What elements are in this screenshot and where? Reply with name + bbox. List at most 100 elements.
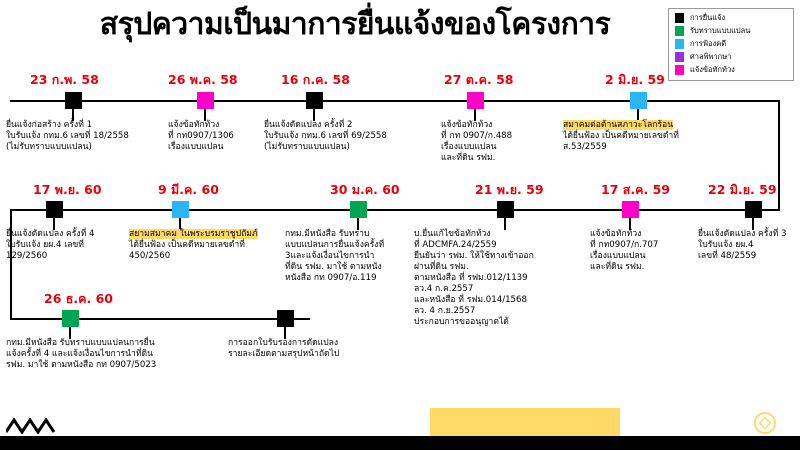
legend-item-lawsuit: การฟ้องคดี <box>675 38 789 50</box>
event-text-e6: ยื่นแจ้งดัดแปลง ครั้งที่ 4 ใบรับแจ้ง ยผ.… <box>6 229 94 262</box>
event-stem-e9 <box>504 218 506 230</box>
event-line: ยื่นแจ้งดัดแปลง ครั้งที่ 3 <box>698 229 787 239</box>
event-line: ยื่นแจ้งดัดแปลง ครั้งที่ 2 <box>264 120 353 130</box>
event-text-e11: ยื่นแจ้งดัดแปลง ครั้งที่ 3 ใบรับแจ้ง ยผ.… <box>698 229 786 262</box>
event-line: ฝานที่ดิน รฟม. <box>414 262 469 272</box>
event-stem-e10 <box>629 218 631 230</box>
event-marker-e11[interactable] <box>745 201 762 218</box>
event-marker-e6[interactable] <box>46 201 63 218</box>
event-marker-e5[interactable] <box>630 92 647 109</box>
event-line: เลขที่ 48/2559 <box>698 251 757 261</box>
event-text-e7: สยามสมาคม ในพระบรมราชูปถัมภ์ ได้ยื่นฟ้อง… <box>129 229 258 262</box>
event-marker-e9[interactable] <box>497 201 514 218</box>
event-line: ที่ กท0907/1306 <box>168 131 234 141</box>
event-line: ประกอบการขออนุญาตได้ <box>414 317 509 327</box>
event-marker-e2[interactable] <box>197 92 214 109</box>
event-line: ที่ดิน รฟม. มาใช้ ตามหนัง <box>285 262 382 272</box>
highlighted-text: สยามสมาคม ในพระบรมราชูปถัมภ์ <box>129 229 258 239</box>
event-line: ใบรับแจ้ง ยผ.4 เลขที่ <box>6 240 84 250</box>
event-date-e11: 22 มิ.ย. 59 <box>708 182 777 197</box>
event-line: กทม.มีหนังสือ รับทราบ <box>285 229 370 239</box>
timeline-rail-row3 <box>10 318 310 320</box>
timeline-rail-row2 <box>10 209 780 211</box>
event-line: ใบรับแจ้ง ยผ.4 <box>698 240 754 250</box>
event-date-e1: 23 ก.พ. 58 <box>30 72 99 87</box>
event-marker-e8[interactable] <box>350 201 367 218</box>
legend-swatch-filing <box>675 13 684 23</box>
legend-item-court-judgment: ศาลพิพากษา <box>675 51 789 63</box>
event-date-e2: 26 พ.ค. 58 <box>168 72 238 87</box>
legend: การยื่นแจ้ง รับทราบแบบแปลน การฟ้องคดี ศา… <box>668 8 794 81</box>
event-line: ลว. 4 ก.ย.2557 <box>414 306 476 316</box>
event-date-e8: 30 ม.ค. 60 <box>330 182 400 197</box>
event-line: เรื่องแบบแปลน <box>590 251 646 261</box>
event-stem-e13 <box>284 327 286 339</box>
legend-item-plan-acknowledged: รับทราบแบบแปลน <box>675 25 789 37</box>
event-stem-e1 <box>72 109 74 121</box>
event-line: ได้ยื่นฟ้อง เป็นคดีหมายเลขดำที่ <box>563 131 679 141</box>
event-line: 450/2560 <box>129 251 171 261</box>
event-stem-e6 <box>53 218 55 230</box>
event-date-e7: 9 มี.ค. 60 <box>158 182 219 197</box>
event-date-e9: 21 พ.ย. 59 <box>475 182 544 197</box>
event-stem-e5 <box>637 109 639 121</box>
event-line: แจ้งข้อทักท้วง <box>168 120 220 130</box>
event-line: เรื่องแบบแปลน <box>168 142 224 152</box>
event-line: หนังสือ กท 0907/อ.119 <box>285 273 377 283</box>
legend-swatch-lawsuit <box>675 39 684 49</box>
legend-label-plan-acknowledged: รับทราบแบบแปลน <box>690 26 751 36</box>
event-date-e6: 17 พ.ย. 60 <box>33 182 102 197</box>
event-line: (ไม่รับทราบแบบแปลน) <box>264 142 350 152</box>
timeline-connector-left <box>10 209 12 319</box>
event-stem-e8 <box>357 218 359 230</box>
event-line: ยืนยันว่า รฟม. ให้ใช้ทางเข้าออก <box>414 251 534 261</box>
legend-item-filing: การยื่นแจ้ง <box>675 12 789 24</box>
event-line: 3และแจ้งเงื่อนไขการนำ <box>285 251 375 261</box>
legend-swatch-plan-acknowledged <box>675 26 684 36</box>
timeline-rail-row1 <box>10 100 780 102</box>
event-line: และหนังสือ ที่ รฟม.014/1568 <box>414 295 527 305</box>
event-date-e4: 27 ต.ค. 58 <box>444 72 514 87</box>
event-stem-e7 <box>179 218 181 230</box>
event-text-e10: แจ้งข้อทักท้วง ที่ กท0907/ก.707 เรื่องแบ… <box>590 229 658 273</box>
event-marker-e13[interactable] <box>277 310 294 327</box>
event-marker-e7[interactable] <box>172 201 189 218</box>
event-marker-e4[interactable] <box>467 92 484 109</box>
event-text-e12: กทม.มีหนังสือ รับทราบแบบแปลนการยื่น แจ้ง… <box>6 338 156 371</box>
event-line: (ไม่รับทราบแบบแปลน) <box>6 142 92 152</box>
event-line: และที่ดิน รฟม. <box>441 153 496 163</box>
event-line: แบบแปลนการยื่นแจ้งครั้งที่ <box>285 240 385 250</box>
event-stem-e3 <box>313 109 315 121</box>
event-date-e5: 2 มิ.ย. 59 <box>605 72 665 87</box>
highlighted-text: สมาคมต่อต้านสภาวะโลกร้อน <box>563 120 674 130</box>
event-text-e3: ยื่นแจ้งดัดแปลง ครั้งที่ 2 ใบรับแจ้ง กทม… <box>264 120 387 153</box>
event-line: และที่ดิน รฟม. <box>590 262 645 272</box>
event-date-e10: 17 ส.ค. 59 <box>601 182 670 197</box>
event-line: รายละเอียดตามสรุปหน้าถัดไป <box>228 349 340 359</box>
event-line: ใบรับแจ้ง กทม.6 เลขที่ 69/2558 <box>264 131 387 141</box>
event-text-e8: กทม.มีหนังสือ รับทราบ แบบแปลนการยื่นแจ้ง… <box>285 229 384 284</box>
event-marker-e10[interactable] <box>622 201 639 218</box>
legend-item-objection: แจ้งข้อทักท้วง <box>675 64 789 76</box>
legend-label-court-judgment: ศาลพิพากษา <box>690 52 732 62</box>
event-line-highlight: สยามสมาคม ในพระบรมราชูปถัมภ์ <box>129 229 258 240</box>
logo-icon <box>754 412 776 434</box>
legend-swatch-objection <box>675 65 684 75</box>
event-date-e12: 26 ธ.ค. 60 <box>44 291 113 306</box>
legend-label-filing: การยื่นแจ้ง <box>690 13 726 23</box>
event-line: ยื่นแจ้งดัดแปลง ครั้งที่ 4 <box>6 229 95 239</box>
event-marker-e12[interactable] <box>62 310 79 327</box>
event-marker-e1[interactable] <box>65 92 82 109</box>
event-line: การออกใบรับรองการดัดแปลง <box>228 338 339 348</box>
timeline-connector-right <box>778 100 780 210</box>
event-marker-e3[interactable] <box>306 92 323 109</box>
event-line: แจ้งข้อทักท้วง <box>441 120 493 130</box>
event-line: ส.53/2559 <box>563 142 607 152</box>
event-text-e1: ยื่นแจ้งก่อสร้าง ครั้งที่ 1 ใบรับแจ้ง กท… <box>6 120 129 153</box>
bottom-bar <box>0 436 800 450</box>
event-text-e5: สมาคมต่อต้านสภาวะโลกร้อน ได้ยื่นฟ้อง เป็… <box>563 120 679 153</box>
event-stem-e11 <box>752 218 754 230</box>
event-line: ที่ ADCMFA.24/2559 <box>414 240 497 250</box>
event-line: ใบรับแจ้ง กทม.6 เลขที่ 18/2558 <box>6 131 129 141</box>
